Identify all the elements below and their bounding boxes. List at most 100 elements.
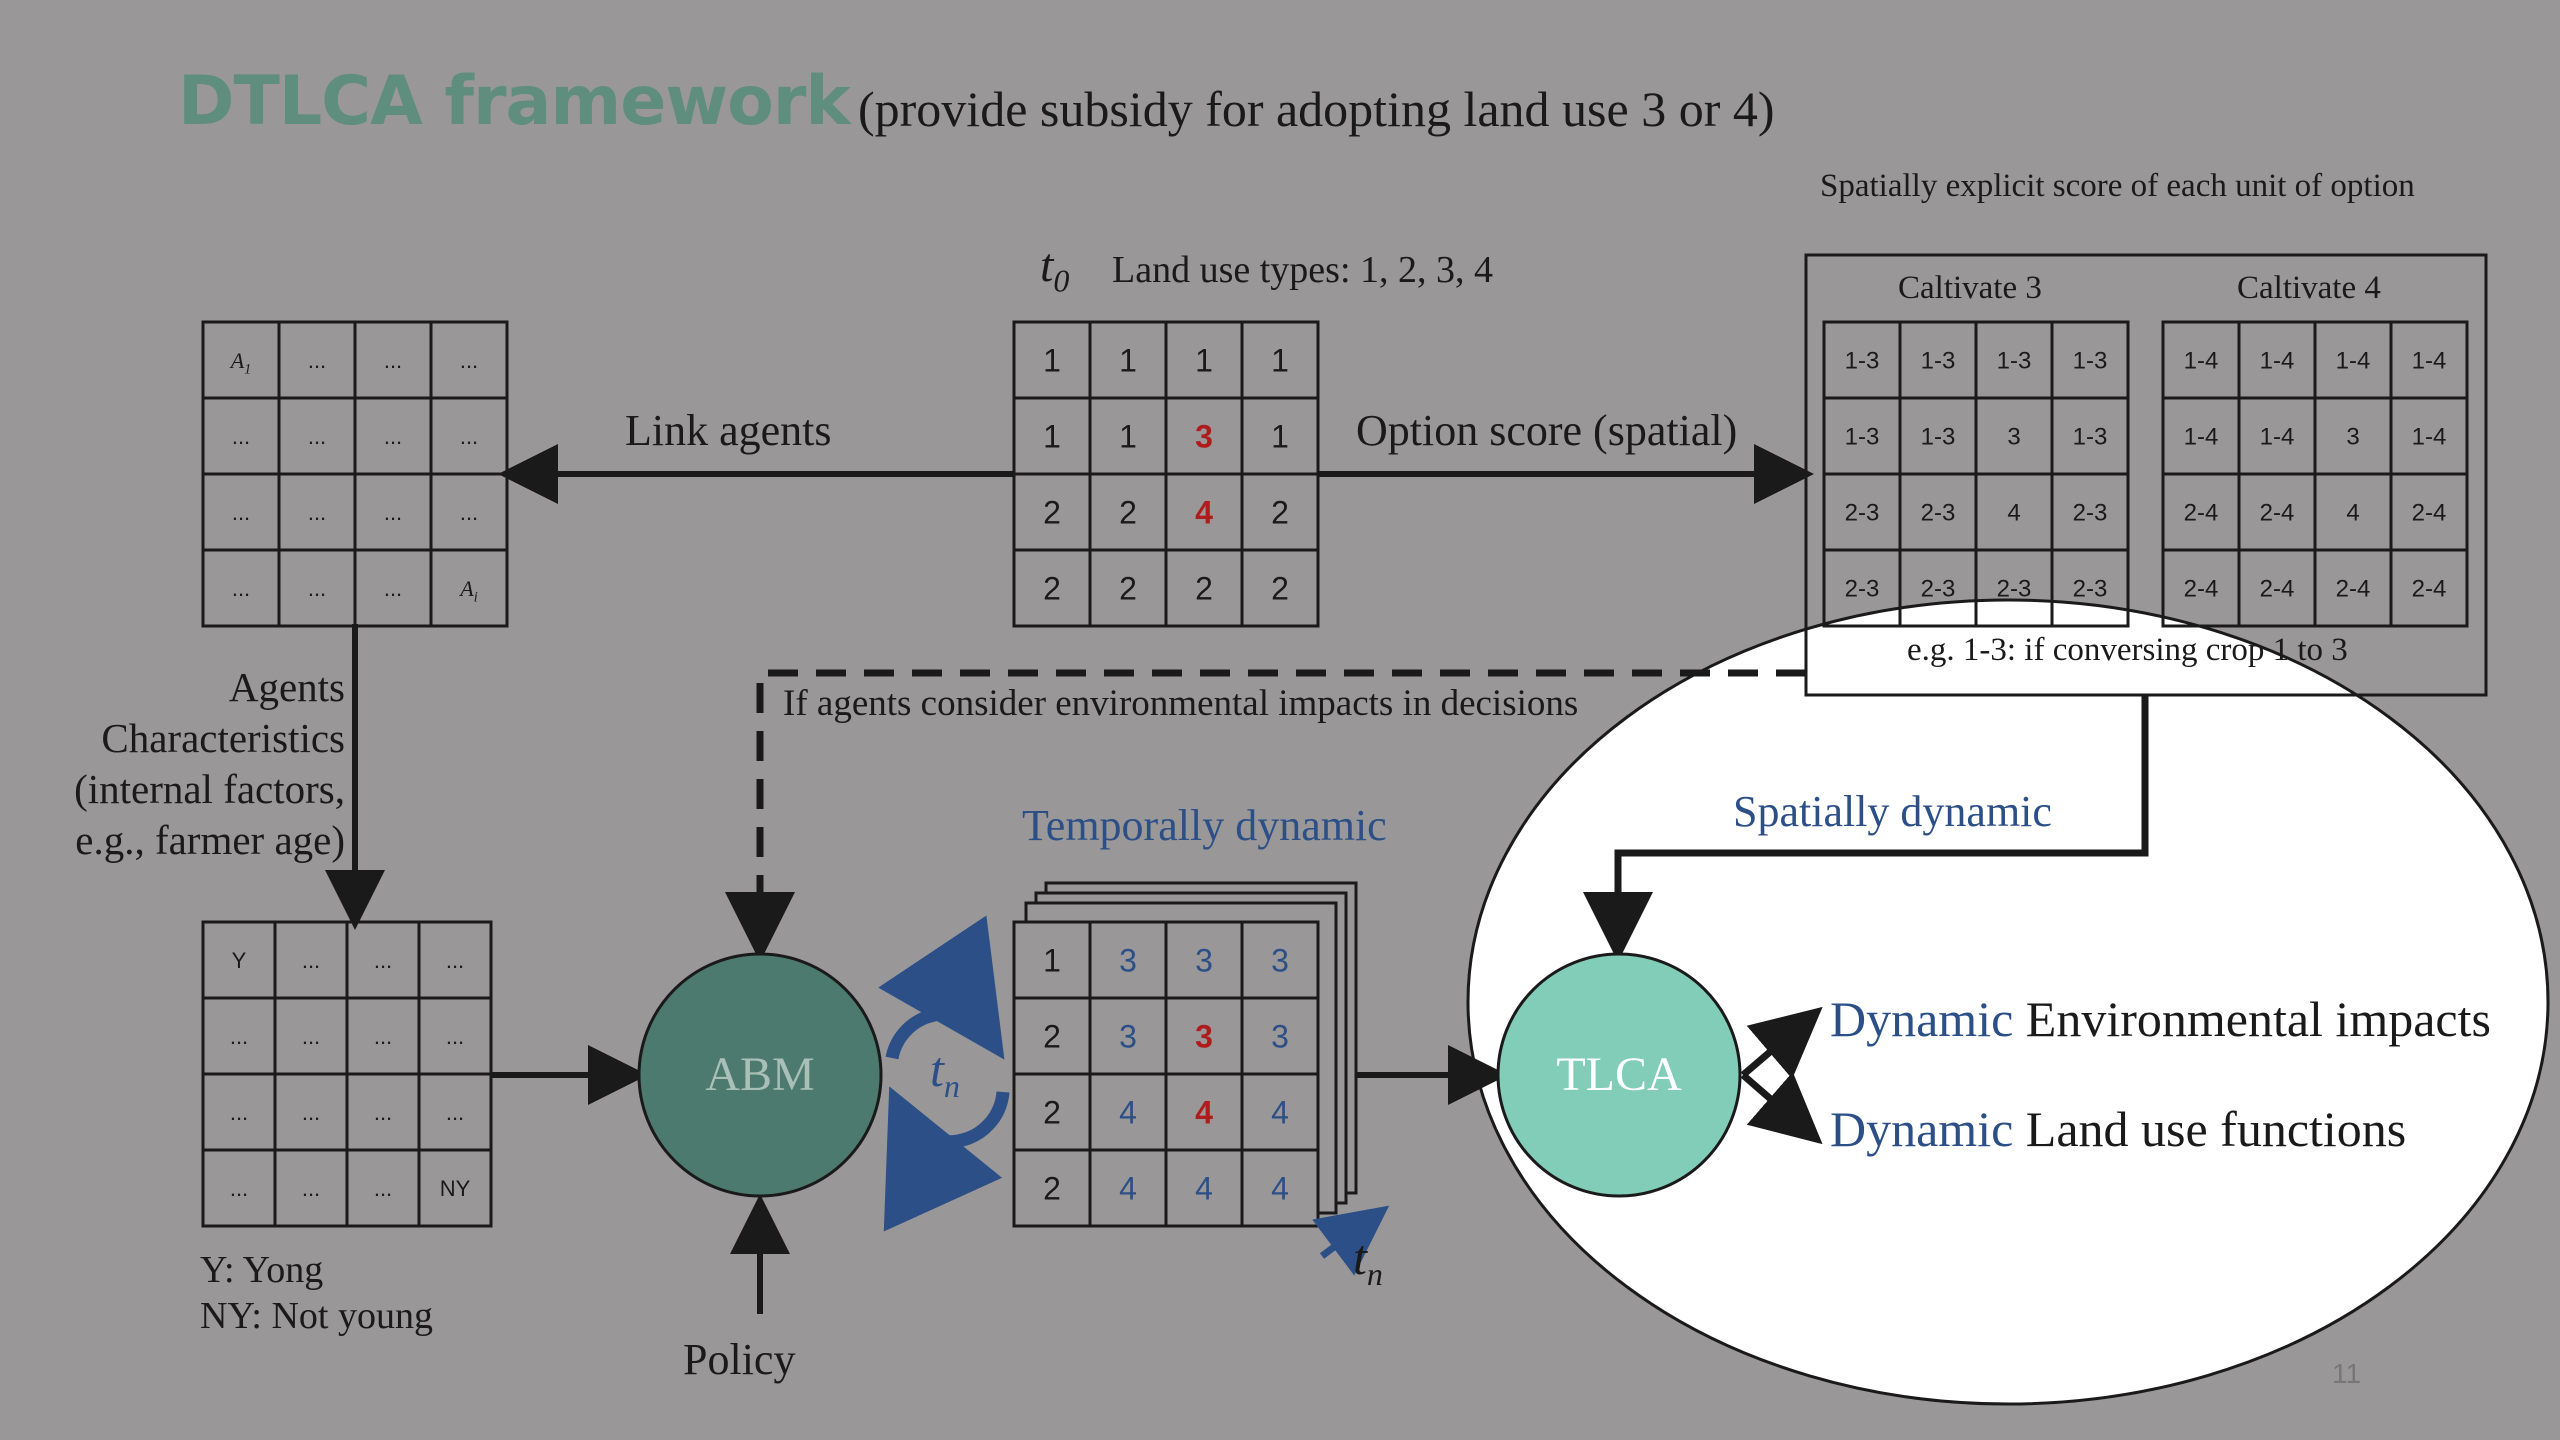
agent-type-grid-value: ... [374, 1024, 392, 1049]
temporal-grid-value: 3 [1119, 943, 1137, 979]
tlca-label: TLCA [1556, 1048, 1682, 1101]
t0-symbol: t0 [1040, 239, 1070, 299]
cultivate3-grid-value: 1-3 [1997, 348, 2032, 375]
tn-cycle-symbol: tn [930, 1041, 960, 1104]
temporal-grid-value: 4 [1195, 1171, 1213, 1207]
land-use-grid-value: 1 [1043, 343, 1061, 379]
temporal-grid-cell [1164, 1148, 1244, 1228]
tlca-node [1496, 952, 1742, 1198]
cultivate4-grid-value: 1-4 [2184, 348, 2219, 375]
temporal-grid-cell [1012, 996, 1092, 1076]
env-impacts-question: If agents consider environmental impacts… [783, 683, 1579, 724]
temporal-grid-cell [1012, 1148, 1092, 1228]
cultivate4-grid-value: 4 [2346, 500, 2359, 527]
output-land-use-functions: Dynamic Land use functions [1830, 1100, 2406, 1158]
cultivate3-grid-value: 3 [2007, 424, 2020, 451]
agents-grid-value: A1 [229, 348, 252, 378]
output-rest: Environmental impacts [2013, 991, 2491, 1047]
cultivate3-grid-value: 2-3 [2073, 576, 2108, 603]
land-use-grid-value: 1 [1195, 343, 1213, 379]
temporal-grid-cell [1012, 1072, 1092, 1152]
cultivate4-grid-value: 2-4 [2336, 576, 2371, 603]
temporal-grid-value: 3 [1119, 1019, 1137, 1055]
temporal-grid-cell [1164, 1072, 1244, 1152]
temporal-grid-value: 4 [1271, 1171, 1289, 1207]
cultivate4-grid-value: 1-4 [2412, 424, 2447, 451]
cultivate4-grid-value: 2-4 [2260, 500, 2295, 527]
temporal-grid-value: 3 [1195, 1019, 1213, 1055]
spatially-dynamic-arrow [1583, 695, 2149, 962]
land-use-grid-value: 2 [1195, 571, 1213, 607]
agents-grid-value: Ai [458, 576, 477, 606]
land-use-grid-value: 2 [1119, 571, 1137, 607]
policy-label: Policy [683, 1335, 796, 1384]
example-note: e.g. 1-3: if conversing crop 1 to 3 [1907, 632, 2348, 668]
cultivate4-grid-value: 1-4 [2412, 348, 2447, 375]
cycle-arrow-bottom [883, 1086, 1010, 1232]
temporal-grid-value: 4 [1119, 1095, 1137, 1131]
cycle-arrow-top [878, 915, 1005, 1060]
agents-grid-value: ... [384, 576, 402, 601]
cultivate3-caption: Caltivate 3 [1898, 270, 2042, 306]
temporal-grid-cell [1164, 996, 1244, 1076]
agent-type-grid-value: ... [446, 1024, 464, 1049]
cultivate3-grid-value: 1-3 [1921, 424, 1956, 451]
agent-type-grid-value: ... [230, 1176, 248, 1201]
land-use-grid-value: 2 [1271, 495, 1289, 531]
cultivate3-grid-cell [2050, 548, 2130, 628]
cultivate4-grid-value: 2-4 [2184, 576, 2219, 603]
cultivate3-grid-value: 1-3 [2073, 424, 2108, 451]
cultivate4-grid-value: 1-4 [2260, 424, 2295, 451]
option-score-label: Option score (spatial) [1356, 406, 1738, 455]
abm-label: ABM [705, 1048, 814, 1101]
temporal-grid-value: 2 [1043, 1171, 1061, 1207]
agent-type-grid-value: NY [440, 1176, 471, 1201]
temporal-grid-value: 2 [1043, 1019, 1061, 1055]
temporal-grid-value: 4 [1195, 1095, 1213, 1131]
cultivate4-grid-value: 2-4 [2412, 500, 2447, 527]
agents-grid-value: ... [384, 500, 402, 525]
temporal-grid-cell [1088, 1148, 1168, 1228]
temporal-grid-cell [1240, 1148, 1320, 1228]
agents-grid-value: ... [308, 500, 326, 525]
cultivate3-grid-value: 2-3 [1845, 500, 1880, 527]
output-arrow-landuse [1740, 1071, 1823, 1145]
agent-type-grid-value: ... [374, 948, 392, 973]
spatially-dynamic-label: Spatially dynamic [1733, 787, 2052, 836]
land-use-grid-value: 1 [1271, 419, 1289, 455]
cultivate3-grid-value: 2-3 [1845, 576, 1880, 603]
agents-grid-value: ... [232, 500, 250, 525]
agent-type-grid-value: ... [374, 1176, 392, 1201]
agents-grid-value: ... [232, 576, 250, 601]
output-arrow-env [1740, 1006, 1823, 1079]
output-prefix: Dynamic [1830, 1101, 2014, 1157]
temporal-grid-value: 4 [1119, 1171, 1137, 1207]
temporal-grid-value: 2 [1043, 1095, 1061, 1131]
legend-young: Y: Yong [200, 1249, 324, 1291]
cultivate4-grid-value: 1-4 [2260, 348, 2295, 375]
cultivate4-grid-cell [2389, 548, 2469, 628]
cultivate3-grid-value: 1-3 [1921, 348, 1956, 375]
cultivate3-grid-value: 1-3 [2073, 348, 2108, 375]
agent-type-grid: Y.......................................… [201, 920, 493, 1228]
land-use-grid-value: 2 [1271, 571, 1289, 607]
cultivate4-grid-value: 1-4 [2184, 424, 2219, 451]
time-arrow [1312, 1205, 1390, 1276]
temporally-dynamic-label: Temporally dynamic [1022, 801, 1387, 850]
agents-characteristics-label: Agents Characteristics (internal factors… [20, 662, 345, 866]
link-agents-label: Link agents [625, 406, 832, 455]
land-use-grid-value: 1 [1119, 419, 1137, 455]
agents-characteristics-line: (internal factors, [74, 766, 345, 812]
agent-type-grid-value: ... [446, 1100, 464, 1125]
agents-grid-value: ... [308, 348, 326, 373]
agent-type-grid-value: ... [230, 1024, 248, 1049]
tn-stack-symbol: tn [1353, 1229, 1383, 1292]
cultivate3-grid-value: 1-3 [1845, 348, 1880, 375]
temporal-grid-value: 3 [1195, 943, 1213, 979]
agent-type-grid-cell [417, 1148, 493, 1228]
agents-grid: A1......................................… [201, 320, 509, 628]
